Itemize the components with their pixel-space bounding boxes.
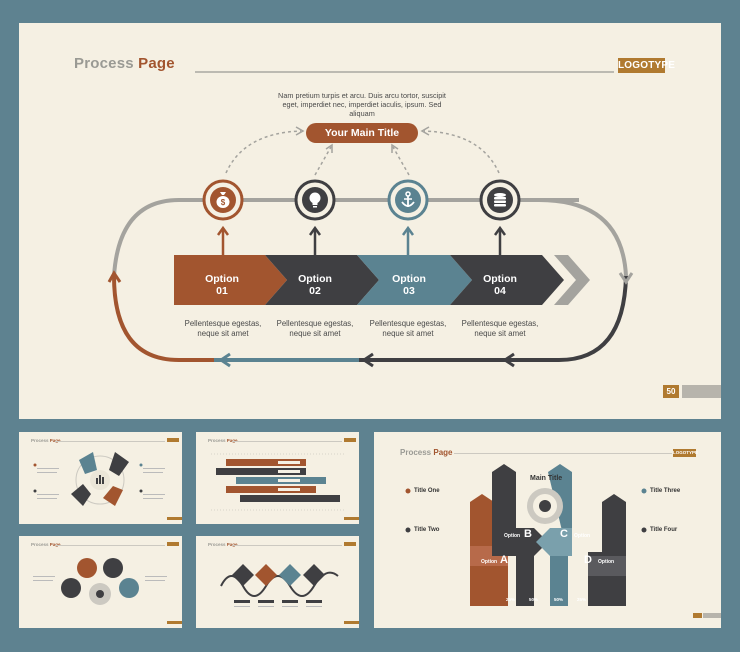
- chevron-tail-arrow: [554, 255, 590, 305]
- thumb5-logotype: LOGOTYPE: [673, 449, 699, 457]
- top-description: Nam pretium turpis et arcu. Duis arcu to…: [278, 91, 446, 118]
- thumb5-page-number-bar: [703, 613, 721, 618]
- thumbnail-abcd-options[interactable]: Process Page LOGOTYPE Main Title Title O…: [374, 432, 721, 628]
- svg-text:$: $: [221, 198, 226, 207]
- percent-c: 50%: [554, 597, 564, 602]
- option-02-desc: Pellentesque egestas, neque sit amet: [276, 319, 354, 338]
- loop-arrow-left-2: [361, 352, 374, 368]
- option-04-desc: Pellentesque egestas, neque sit amet: [461, 319, 539, 338]
- mini-logo: [344, 542, 356, 546]
- option-03-desc: Pellentesque egestas, neque sit amet: [369, 319, 447, 338]
- thumbnail-diamond-wave[interactable]: Process Page: [196, 536, 359, 628]
- mini-header-line: [55, 545, 165, 546]
- option-02-chevron: [265, 255, 379, 305]
- option-03-chevron: [357, 255, 472, 305]
- thumbnail-timeline-bars[interactable]: Process Page: [196, 432, 359, 524]
- mini-logo: [167, 438, 179, 442]
- mini-title: Process Page: [31, 542, 61, 547]
- title-three: Title Three: [650, 488, 681, 494]
- thumb4-graphic: [220, 564, 339, 607]
- mini-title: Process Page: [208, 438, 238, 443]
- percent-b: 50%: [529, 597, 539, 602]
- mini-page-number: [167, 621, 182, 624]
- header-line: [195, 71, 614, 73]
- letter-b: B: [524, 528, 532, 540]
- title-four: Title Four: [650, 527, 678, 533]
- main-slide: Process Page LOGOTYPE Nam pretium turpis…: [19, 23, 721, 419]
- logotype: LOGOTYPE: [618, 58, 676, 73]
- loop-arrow-left-1: [218, 352, 231, 368]
- mini-header-line: [232, 545, 342, 546]
- mini-page-number: [344, 517, 359, 520]
- mini-page-number: [167, 517, 182, 520]
- thumb3-graphic: [33, 558, 167, 605]
- thumbnail-circular-arrows[interactable]: Process Page: [19, 432, 182, 524]
- mini-logo: [167, 542, 179, 546]
- option-04-chevron: [450, 255, 564, 305]
- option-d-label: Option: [598, 559, 615, 565]
- page-number: 50: [663, 385, 679, 398]
- main-title-pill: Your Main Title: [306, 123, 418, 143]
- thumb5-graphic: [405, 464, 647, 606]
- mini-title: Process Page: [208, 542, 238, 547]
- thumbnail-icon-cluster[interactable]: Process Page: [19, 536, 182, 628]
- thumb5-page-number: [693, 613, 702, 618]
- page-number-bar: [682, 385, 721, 398]
- title-one: Title One: [414, 488, 440, 494]
- page-title: Process Page: [74, 55, 175, 72]
- anchor-icon: [401, 191, 415, 207]
- option-01-chevron: [174, 255, 287, 305]
- money-bag-icon: $: [216, 192, 230, 208]
- lightbulb-icon: [309, 192, 321, 208]
- letter-d: D: [584, 554, 592, 566]
- mini-page-number: [344, 621, 359, 624]
- percent-d: 25%: [577, 597, 587, 602]
- mini-header-line: [55, 441, 165, 442]
- thumb5-title: Process Page: [400, 448, 453, 457]
- title-two: Title Two: [414, 527, 440, 533]
- thumb1-graphic: [33, 452, 165, 506]
- percent-a: 25%: [506, 597, 516, 602]
- mini-title: Process Page: [31, 438, 61, 443]
- loop-arrow-down: [618, 272, 634, 285]
- option-a-label: Option: [481, 559, 498, 565]
- loop-arrow-left-3: [502, 352, 515, 368]
- process-diagram: [107, 126, 634, 368]
- mini-logo: [344, 438, 356, 442]
- mini-header-line: [232, 441, 342, 442]
- option-c-label: Option: [574, 533, 591, 539]
- loop-arrow-up: [107, 270, 122, 283]
- thumb2-graphic: [211, 453, 346, 511]
- option-01-desc: Pellentesque egestas, neque sit amet: [184, 319, 262, 338]
- letter-a: A: [500, 554, 508, 566]
- thumb5-main-title: Main Title: [530, 475, 563, 482]
- letter-c: C: [560, 528, 568, 540]
- thumb5-header-line: [454, 453, 672, 454]
- coin-stack-icon: [494, 193, 506, 207]
- option-b-label: Option: [504, 533, 521, 539]
